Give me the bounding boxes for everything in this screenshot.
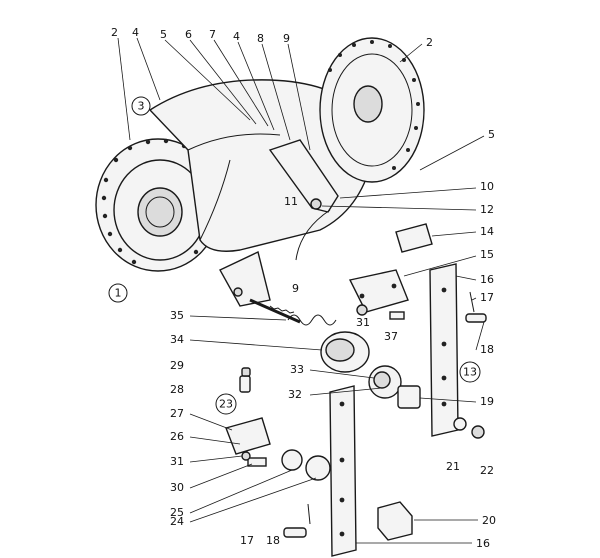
upper-pin [465,291,487,323]
small-bracket [395,223,433,253]
callout-31-lower: 31 [170,455,184,468]
callout-7: 7 [209,28,216,41]
callout-16-lower: 16 [476,537,490,550]
nut-washer-pair [453,417,485,439]
lower-pin [283,503,311,538]
callout-28: 28 [170,383,184,396]
right-bracket-plate [429,263,459,437]
callout-5: 5 [160,28,167,41]
bleed-valve-assembly [225,367,271,467]
callout-33: 33 [290,363,304,376]
callout-9-lower: 9 [292,282,299,295]
brake-lever-arm [268,139,339,261]
brake-cylinder [320,331,370,373]
piston-cup [368,365,402,399]
callout-27: 27 [170,407,184,420]
actuator-linkage-arm [219,251,271,307]
callout-11: 11 [284,195,298,208]
callout-34: 34 [170,333,184,346]
callout-26: 26 [170,430,184,443]
callout-17: 17 [480,291,494,304]
callout-18-lower: 18 [266,534,280,547]
lower-block [377,501,413,541]
callout-17-lower: 17 [240,534,254,547]
callout-10: 10 [480,180,494,193]
callout-19: 19 [480,395,494,408]
callout-12: 12 [480,203,494,216]
callout-31: 31 [356,316,370,329]
marker-3: 3 [131,96,151,116]
cylinder-cap [397,385,421,409]
svg-text:3: 3 [138,100,145,113]
callout-2: 2 [111,26,118,39]
svg-text:13: 13 [463,366,477,379]
right-drum-bolt-holes [328,40,420,170]
callout-6: 6 [185,28,192,41]
bracket-bolts [356,304,405,320]
callout-35: 35 [170,309,184,322]
caliper-bracket [348,269,409,313]
lower-vertical-bar [329,385,357,557]
callout-20: 20 [482,514,496,527]
coil-spring [287,314,337,326]
callout-32: 32 [288,388,302,401]
callout-9: 9 [283,32,290,45]
marker-23: 23 [215,393,237,415]
callout-2-right: 2 [426,36,433,49]
pull-rod [249,298,301,324]
callout-16: 16 [480,273,494,286]
right-brake-drum [319,37,425,183]
callout-4: 4 [132,26,139,39]
callout-labels: 2 4 5 6 7 4 8 9 2 5 10 11 12 14 15 16 17… [111,26,496,550]
callout-25: 25 [170,506,184,519]
leader-lines [117,37,485,544]
callout-22: 22 [480,464,494,477]
marker-13: 13 [459,361,481,383]
callout-30: 30 [170,481,184,494]
callout-24: 24 [170,515,184,528]
callout-5-right: 5 [488,128,495,141]
callout-29: 29 [170,359,184,372]
callout-37: 37 [384,330,398,343]
callout-8: 8 [257,32,264,45]
callout-21: 21 [446,460,460,473]
marker-1: 1 [108,283,128,303]
callout-15: 15 [480,248,494,261]
callout-18: 18 [480,343,494,356]
svg-text:23: 23 [219,398,233,411]
svg-text:1: 1 [115,287,122,300]
callout-4-upper: 4 [233,30,240,43]
callout-14: 14 [480,225,494,238]
tappet-sleeves [281,449,331,481]
